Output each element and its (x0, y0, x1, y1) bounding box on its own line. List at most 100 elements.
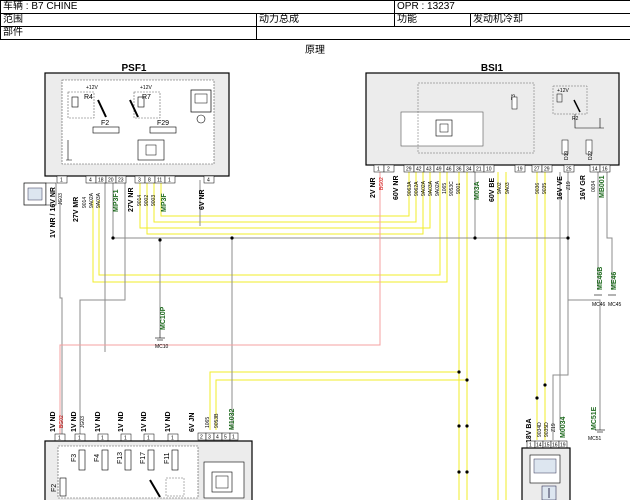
bsi1-pin: 29 (544, 167, 550, 173)
wire-red-1 (59, 172, 381, 438)
bsi1-pin: 42 (416, 167, 422, 173)
wire-label: 9A03A (96, 192, 102, 208)
wire-label: 6V NR (199, 189, 206, 210)
psf1-supply-b: +12V (140, 85, 152, 91)
wire-ref: JG03 (58, 193, 64, 205)
psf1-pin: 4 (207, 178, 210, 184)
lower-left-pin: 3 (208, 435, 211, 441)
wire-label: 1V ND (71, 411, 78, 432)
psf1-wire-labels: 1V NR / 16V NR JG03 27V MR 9014 9A02A 9A… (50, 187, 206, 238)
psf1-gauge-icon (196, 114, 206, 124)
wire-label: 1V ND (141, 411, 148, 432)
psf1-relay-b-switch (129, 99, 139, 118)
fuse-label: F17 (140, 452, 147, 464)
bsi1-inner-b: D22 (588, 151, 594, 160)
psf1-pin: 1 (60, 178, 63, 184)
wire-yellow-1 (92, 172, 448, 283)
bsi1-title: BSI1 (481, 63, 504, 74)
psf1-pin: 18 (98, 178, 104, 184)
lower-left-fuse (101, 449, 109, 471)
wire-label: 9053C (449, 181, 455, 196)
diagram-caption: 原理 (305, 45, 325, 56)
psf1-pin: 23 (118, 178, 124, 184)
wire-label: MP3F (161, 193, 168, 212)
junction-dot (158, 238, 162, 242)
ground-mc51: MC51E MC51 (588, 406, 605, 442)
wire-label: 16V VE (557, 176, 564, 200)
fuse-label: F11 (164, 452, 171, 464)
wire-yellow-3 (139, 172, 431, 229)
junction-dot (535, 396, 539, 400)
psf1-pin: 4 (89, 178, 92, 184)
wire-label: 9A03A (428, 180, 434, 196)
wire-label: 0034 (591, 181, 597, 192)
wire-label: 1065 (442, 183, 448, 194)
bsi1-pin: 2 (387, 167, 390, 173)
wire-label: 1V NR / 16V NR (50, 187, 57, 238)
psf1-supply-a: +12V (86, 85, 98, 91)
junction-dot (566, 236, 570, 240)
bsi1-pin: 25 (566, 167, 572, 173)
wire-label: 1V ND (50, 411, 57, 432)
wire-label: 1V ND (118, 411, 125, 432)
fuse-label: F4 (94, 454, 101, 462)
wire-label: Z19 (551, 423, 557, 432)
psf1-fuse-b (149, 126, 177, 134)
wire-label: 27V NR (128, 187, 135, 212)
junctions (111, 236, 570, 474)
lower-left-relay-switch (149, 479, 161, 498)
wire-label: M1032 (229, 408, 236, 430)
bsi1-relay-switch (573, 99, 581, 113)
ground-ref: MC51 (588, 436, 602, 442)
wire-ref: BG02 (379, 177, 385, 190)
junction-dot (457, 370, 461, 374)
lower-left-pin: 1 (171, 436, 174, 442)
lower-left-pin: 2 (200, 435, 203, 441)
junction-dot (465, 378, 469, 382)
psf1-relay-a-label: R4 (84, 94, 93, 101)
wire-ref: BG02 (59, 415, 65, 428)
ground-ref: MC45 (608, 302, 622, 308)
lower-right-pin: 16 (552, 443, 558, 449)
psf1-title: PSF1 (121, 63, 146, 74)
wire-label: 9035 (542, 183, 548, 194)
wire-label: 60V BE (489, 178, 496, 202)
junction-dot (230, 236, 234, 240)
wire-label: 9A02A (89, 192, 95, 208)
bsi1-pin: 19 (517, 167, 523, 173)
wire-label: M03A (474, 181, 481, 200)
bsi1-pin: 21 (476, 167, 482, 173)
bsi1-pin: 34 (466, 167, 472, 173)
ground-mc46: ME46B MC46 (592, 267, 606, 308)
bsi1-pin: 36 (456, 167, 462, 173)
wire-label: 9A02A (421, 180, 427, 196)
wire-yellow-4 (146, 172, 424, 235)
lower-right-module: 18V BA 9034D 9035D Z19 M0034 1 14 15 16 … (521, 416, 571, 500)
bsi1-pin: 1 (377, 167, 380, 173)
ground-label: MC51E (591, 406, 598, 430)
lower-left-ecu-icon (211, 471, 233, 493)
wire-label: 9A02A (435, 180, 441, 196)
wire-label: MP3F1 (113, 189, 120, 212)
ground-label: MC10P (160, 306, 167, 330)
junction-dot (457, 470, 461, 474)
psf1-relay-b-label: R7 (142, 94, 151, 101)
wire-yellow-5 (153, 172, 417, 223)
wire-label: 60V NR (393, 175, 400, 200)
bsi1-pin: 29 (406, 167, 412, 173)
bsi1-pin: 10 (486, 167, 492, 173)
wire-label: 18V BA (526, 418, 533, 443)
wires (59, 172, 613, 500)
lower-right-pin: 14 (536, 443, 542, 449)
psf1-display-icon (190, 89, 212, 113)
bsi1-pin: 49 (436, 167, 442, 173)
lower-left-module: 1V ND BG02 1V ND JG03 1V ND 1V ND 1V ND … (44, 408, 253, 500)
ground-label: ME46B (597, 267, 604, 290)
junction-dot (465, 470, 469, 474)
lower-left-fuse (171, 449, 179, 471)
ground-ref: MC46 (592, 302, 606, 308)
wire-gray-11 (568, 299, 601, 430)
wire-yellow-6 (160, 172, 410, 217)
bsi1-supply: +12V (557, 88, 569, 94)
